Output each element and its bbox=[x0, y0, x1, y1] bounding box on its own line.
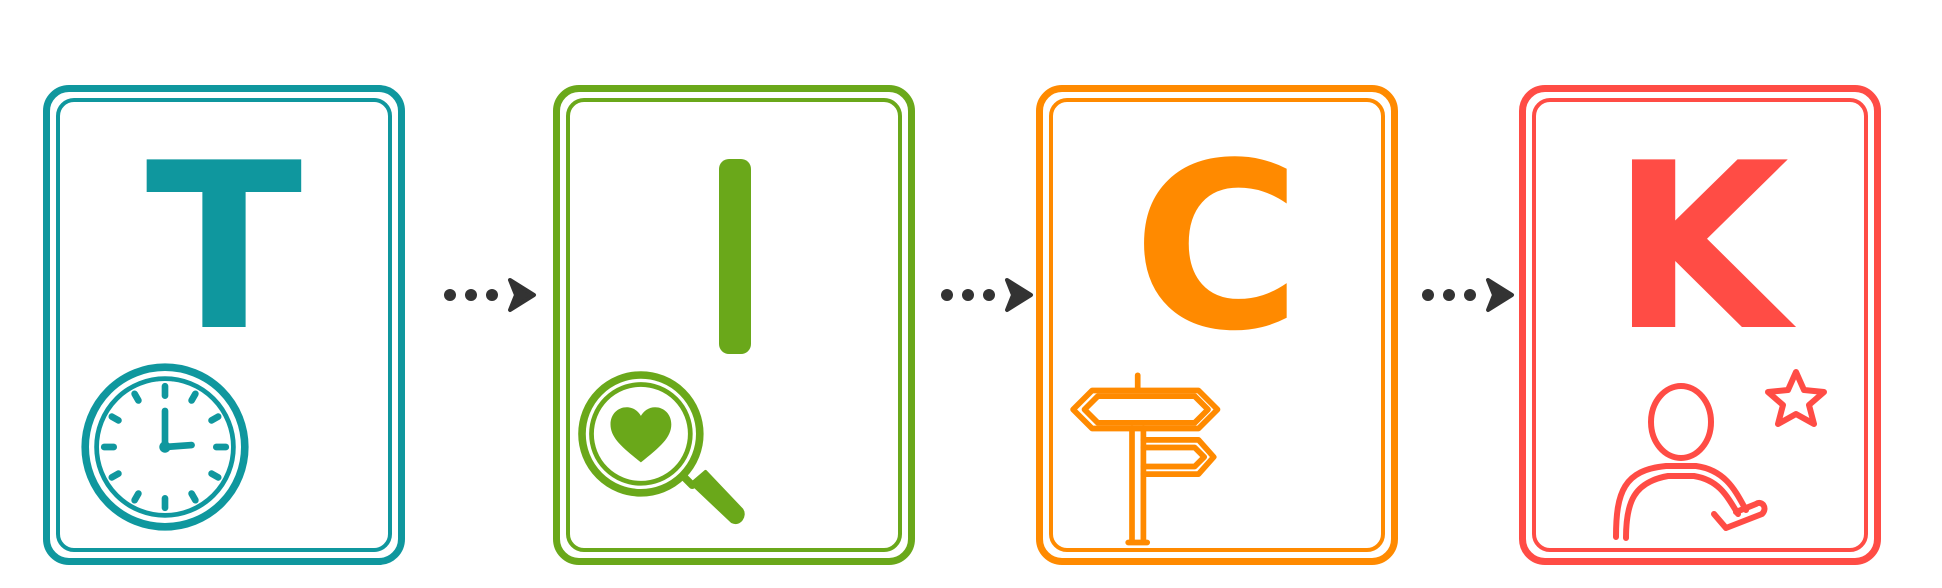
step-card-t: T bbox=[43, 85, 405, 565]
step-letter-c: C bbox=[1132, 115, 1302, 382]
magnifier-heart-icon bbox=[578, 371, 745, 525]
step-card-c: C bbox=[1036, 85, 1398, 565]
arrow-head-icon bbox=[508, 278, 536, 312]
connector-dot bbox=[983, 289, 995, 301]
connector-dot bbox=[486, 289, 498, 301]
arrow-connector-2 bbox=[941, 278, 1033, 312]
connector-dot bbox=[962, 289, 974, 301]
step-card-k: K bbox=[1519, 85, 1881, 565]
step-letter-i bbox=[719, 159, 751, 354]
step-card-i: I bbox=[553, 85, 915, 565]
connector-dot bbox=[444, 289, 456, 301]
arrow-connector-1 bbox=[444, 278, 536, 312]
connector-dot bbox=[1443, 289, 1455, 301]
signpost-icon bbox=[1070, 372, 1221, 546]
arrow-head-icon bbox=[1486, 278, 1514, 312]
step-letter-k: K bbox=[1610, 115, 1790, 382]
connector-dot bbox=[1422, 289, 1434, 301]
connector-dot bbox=[1464, 289, 1476, 301]
connector-dot bbox=[465, 289, 477, 301]
person-star-icon bbox=[1613, 369, 1827, 541]
arrow-head-icon bbox=[1005, 278, 1033, 312]
arrow-connector-3 bbox=[1422, 278, 1514, 312]
step-letter-t: T bbox=[145, 115, 303, 382]
connector-dot bbox=[941, 289, 953, 301]
clock-icon bbox=[81, 363, 249, 531]
